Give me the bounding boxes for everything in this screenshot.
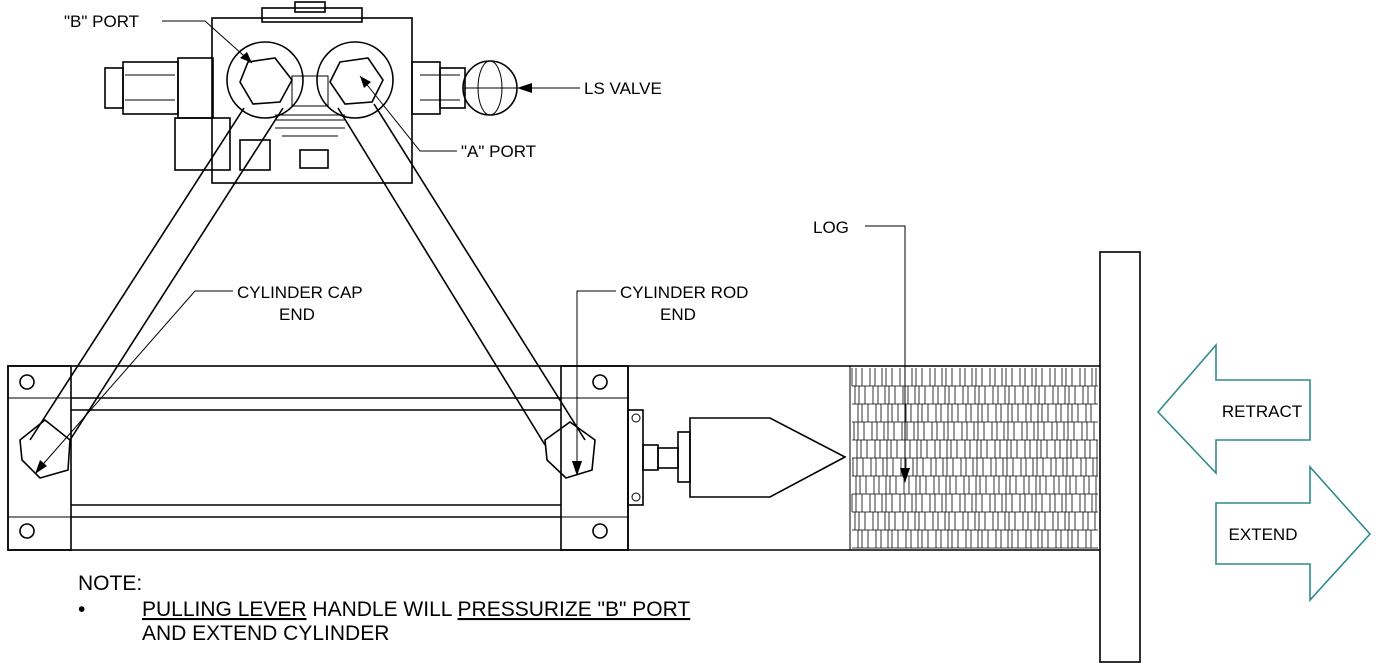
log-texture — [851, 368, 1098, 549]
note-bullet: • — [78, 598, 85, 621]
log — [849, 365, 1101, 551]
note-underline-pressurize: PRESSURIZE "B" PORT — [458, 598, 691, 621]
b-port-label: "B" PORT — [64, 12, 139, 31]
note-underline-pulling-lever: PULLING LEVER — [142, 598, 307, 621]
hydraulic-cylinder — [7, 365, 644, 551]
cylinder-rod-wedge — [642, 417, 847, 498]
extend-label: EXTEND — [1229, 525, 1298, 544]
hydraulic-hoses — [19, 103, 596, 479]
rod-end-label-line2: END — [660, 305, 696, 324]
cap-end-label-line1: CYLINDER CAP — [237, 283, 363, 302]
callout-leaders — [35, 20, 910, 483]
note-line1: PULLING LEVER HANDLE WILL PRESSURIZE "B"… — [142, 598, 690, 621]
note-heading: NOTE: — [78, 572, 142, 595]
note-line2: AND EXTEND CYLINDER — [142, 622, 389, 645]
ls-valve-assembly — [104, 1, 518, 184]
end-plate — [1099, 251, 1141, 663]
retract-arrow — [1156, 342, 1311, 476]
a-port-label: "A" PORT — [461, 142, 536, 161]
extend-arrow — [1215, 464, 1372, 603]
rod-end-label-line1: CYLINDER ROD — [620, 283, 748, 302]
note-text-handle-will: HANDLE WILL — [307, 598, 458, 621]
cap-end-label-line2: END — [279, 305, 315, 324]
retract-label: RETRACT — [1222, 402, 1302, 421]
ls-valve-label: LS VALVE — [584, 79, 662, 98]
log-label: LOG — [813, 218, 849, 237]
